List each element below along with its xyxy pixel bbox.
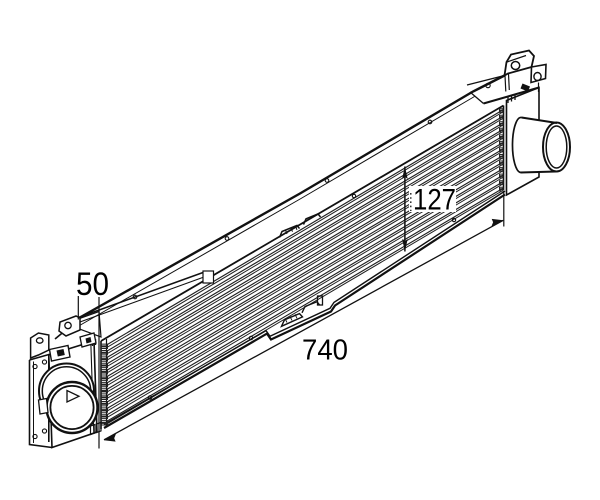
svg-text:127: 127: [413, 184, 456, 217]
svg-text:740: 740: [302, 335, 348, 367]
svg-text:50: 50: [76, 266, 109, 302]
